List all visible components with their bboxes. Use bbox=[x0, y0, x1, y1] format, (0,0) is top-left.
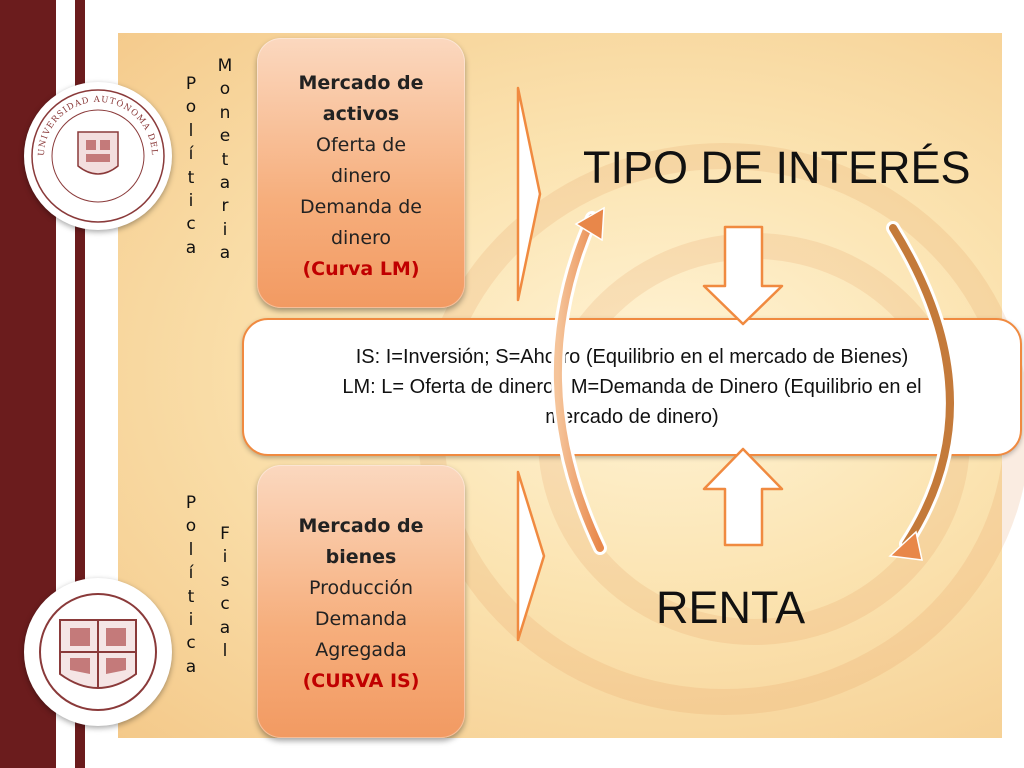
oferta-line2: dinero bbox=[330, 165, 392, 187]
mercado-activos-box: Mercado de activos Oferta de dinero Dema… bbox=[257, 38, 465, 308]
vertical-letter: e bbox=[219, 126, 231, 147]
vertical-letter: c bbox=[220, 594, 230, 615]
vertical-letter: o bbox=[185, 97, 197, 118]
produccion-line: Producción bbox=[308, 577, 414, 599]
up-arrow-icon bbox=[702, 447, 784, 547]
curved-arrow-left-icon bbox=[550, 206, 607, 555]
mercado-bienes-title-line2: bienes bbox=[325, 546, 397, 568]
renta-heading: RENTA bbox=[656, 582, 806, 633]
left-maroon-line bbox=[75, 0, 85, 768]
vertical-letter: a bbox=[185, 237, 197, 258]
vertical-letter: c bbox=[186, 214, 196, 235]
mercado-bienes-box: Mercado de bienes Producción Demanda Agr… bbox=[257, 465, 465, 738]
demanda-line2: dinero bbox=[330, 227, 392, 249]
mercado-activos-title-line1: Mercado de bbox=[298, 72, 424, 94]
vertical-letter: a bbox=[219, 243, 231, 264]
vertical-letter: s bbox=[220, 570, 230, 591]
vertical-letter: P bbox=[185, 74, 197, 94]
vertical-letter: r bbox=[221, 196, 229, 217]
vertical-letter: n bbox=[219, 102, 231, 123]
vertical-letter: c bbox=[186, 633, 196, 654]
vertical-letter: l bbox=[222, 641, 228, 662]
university-seal-logo: UNIVERSIDAD AUTÓNOMA DEL ESTADO DE HIDAL… bbox=[24, 82, 172, 230]
curva-lm-label: (Curva LM) bbox=[302, 258, 420, 280]
is-lm-definition-box: IS: I=Inversión; S=Ahorro (Equilibrio en… bbox=[242, 318, 1022, 456]
down-arrow-icon bbox=[702, 225, 784, 326]
lm-definition-line: LM: L= Oferta de dinero : M=Demanda de D… bbox=[342, 376, 922, 398]
vertical-letter: t bbox=[187, 586, 195, 607]
vertical-letter: M bbox=[217, 56, 233, 76]
vertical-letter: a bbox=[185, 656, 197, 677]
curva-is-label: (CURVA IS) bbox=[302, 670, 420, 692]
vertical-letter: i bbox=[222, 547, 228, 568]
vertical-letter: i bbox=[222, 219, 228, 240]
demanda-line1: Demanda de bbox=[299, 196, 422, 218]
vertical-letter: í bbox=[188, 563, 194, 584]
vertical-letter: o bbox=[219, 79, 231, 100]
curved-arrow-right-icon bbox=[886, 221, 957, 561]
vertical-letter: t bbox=[221, 149, 229, 170]
tipo-de-interes-heading: TIPO DE INTERÉS bbox=[583, 142, 971, 193]
vertical-letter: l bbox=[188, 120, 194, 141]
icea-seal-logo bbox=[24, 578, 172, 726]
vertical-letter: i bbox=[188, 191, 194, 212]
lm-definition-line-cont: mercado de dinero) bbox=[545, 406, 719, 428]
demanda-line: Demanda bbox=[314, 608, 408, 630]
vertical-letter: l bbox=[188, 539, 194, 560]
agregada-line: Agregada bbox=[315, 639, 407, 661]
is-definition-line: IS: I=Inversión; S=Ahorro (Equilibrio en… bbox=[355, 346, 909, 368]
right-arrow-bottom-icon bbox=[516, 470, 546, 642]
vertical-letter: í bbox=[188, 144, 194, 165]
vertical-letter: P bbox=[185, 493, 197, 513]
vertical-letter: t bbox=[187, 167, 195, 188]
right-arrow-top-icon bbox=[516, 86, 542, 302]
vertical-letter: F bbox=[220, 524, 230, 544]
oferta-line1: Oferta de bbox=[315, 134, 407, 156]
vertical-letter: a bbox=[219, 173, 231, 194]
vertical-letter: a bbox=[219, 617, 231, 638]
mercado-bienes-title-line1: Mercado de bbox=[298, 515, 424, 537]
mercado-activos-title-line2: activos bbox=[322, 103, 400, 125]
vertical-letter: i bbox=[188, 610, 194, 631]
vertical-letter: o bbox=[185, 516, 197, 537]
